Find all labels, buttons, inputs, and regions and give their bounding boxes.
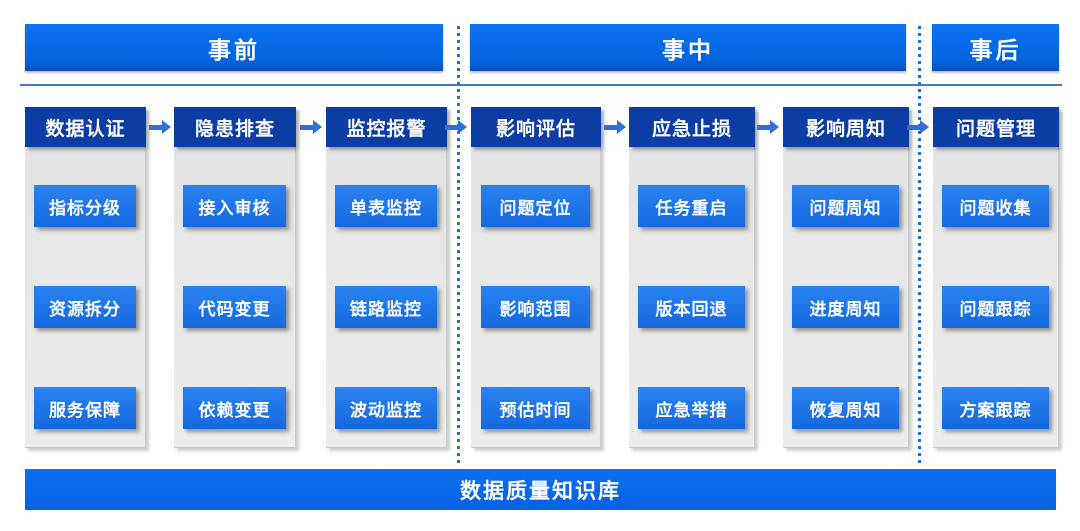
phase-divider-dotted-1 (457, 26, 460, 464)
stage-item-list: 指标分级 资源拆分 服务保障 (25, 147, 146, 448)
stage-header: 应急止损 (629, 107, 755, 147)
stage-item-list: 问题周知 进度周知 恢复周知 (783, 147, 909, 448)
stage-header: 影响评估 (471, 107, 601, 147)
phase-bar-during: 事中 (470, 24, 906, 71)
knowledge-base-bar: 数据质量知识库 (25, 469, 1056, 510)
arrow-right-icon (757, 118, 779, 136)
stage-item: 恢复周知 (792, 387, 899, 429)
stage-item: 影响范围 (480, 286, 591, 328)
stage-item: 预估时间 (480, 387, 591, 429)
stage-item-list: 任务重启 版本回退 应急举措 (629, 147, 755, 448)
phase-bar-before: 事前 (25, 24, 443, 71)
arrow-head (458, 120, 467, 134)
stage-column-impact-assessment: 影响评估 问题定位 影响范围 预估时间 (471, 107, 601, 448)
stage-column-emergency-stop-loss: 应急止损 任务重启 版本回退 应急举措 (629, 107, 755, 448)
stage-header: 监控报警 (326, 107, 447, 147)
stage-column-risk-inspection: 隐患排查 接入审核 代码变更 依赖变更 (174, 107, 296, 448)
stage-item: 版本回退 (638, 286, 745, 328)
arrow-stem (757, 124, 770, 130)
stage-item: 服务保障 (34, 387, 136, 429)
stage-item: 问题周知 (792, 185, 899, 227)
stage-item: 资源拆分 (34, 286, 136, 328)
arrow-stem (907, 124, 920, 130)
stage-header: 隐患排查 (174, 107, 296, 147)
arrow-stem (604, 124, 617, 130)
stage-header: 数据认证 (25, 107, 146, 147)
stage-item: 代码变更 (183, 286, 286, 328)
stage-item: 波动监控 (335, 387, 437, 429)
stage-item-list: 接入审核 代码变更 依赖变更 (174, 147, 296, 448)
stage-item: 方案跟踪 (942, 387, 1049, 429)
arrow-head (313, 120, 322, 134)
stage-item: 应急举措 (638, 387, 745, 429)
arrow-right-icon (604, 118, 626, 136)
stage-column-impact-notification: 影响周知 问题周知 进度周知 恢复周知 (783, 107, 909, 448)
stage-item-list: 问题收集 问题跟踪 方案跟踪 (933, 147, 1059, 448)
arrow-right-icon (149, 118, 171, 136)
arrow-head (770, 120, 779, 134)
stage-item: 单表监控 (335, 185, 437, 227)
arrow-head (617, 120, 626, 134)
stage-item-list: 问题定位 影响范围 预估时间 (471, 147, 601, 448)
stage-header: 问题管理 (933, 107, 1059, 147)
stage-column-monitoring-alert: 监控报警 单表监控 链路监控 波动监控 (326, 107, 447, 448)
stage-column-problem-management: 问题管理 问题收集 问题跟踪 方案跟踪 (933, 107, 1059, 448)
arrow-head (920, 120, 929, 134)
stage-header: 影响周知 (783, 107, 909, 147)
stage-item: 依赖变更 (183, 387, 286, 429)
phase-bar-after: 事后 (932, 24, 1059, 71)
arrow-stem (149, 124, 162, 130)
arrow-head (162, 120, 171, 134)
stage-item: 指标分级 (34, 185, 136, 227)
arrow-right-icon (907, 118, 929, 136)
arrow-stem (445, 124, 458, 130)
stage-item: 进度周知 (792, 286, 899, 328)
arrow-stem (300, 124, 313, 130)
stage-item-list: 单表监控 链路监控 波动监控 (326, 147, 447, 448)
arrow-right-icon (445, 118, 467, 136)
stage-item: 接入审核 (183, 185, 286, 227)
stage-item: 问题跟踪 (942, 286, 1049, 328)
stage-column-data-certification: 数据认证 指标分级 资源拆分 服务保障 (25, 107, 146, 448)
stage-item: 问题收集 (942, 185, 1049, 227)
stage-item: 任务重启 (638, 185, 745, 227)
arrow-right-icon (300, 118, 322, 136)
stage-item: 链路监控 (335, 286, 437, 328)
header-divider-line (20, 84, 1062, 86)
phase-divider-dotted-2 (918, 26, 921, 464)
stage-item: 问题定位 (480, 185, 591, 227)
